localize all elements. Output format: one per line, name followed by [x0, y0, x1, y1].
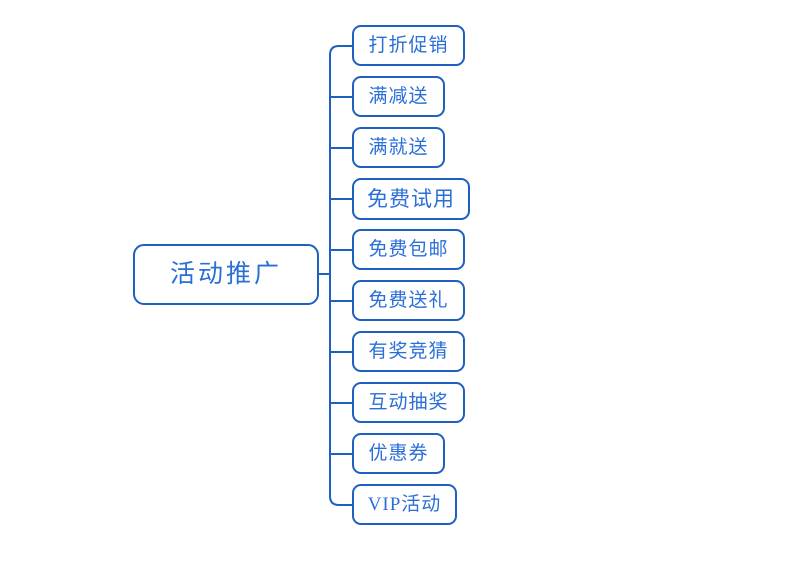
child-node-label: 打折促销	[368, 35, 449, 56]
child-node-label: 免费试用	[367, 187, 455, 211]
root-node-label: 活动推广	[169, 260, 282, 288]
child-node-label: 优惠券	[368, 443, 429, 464]
child-node[interactable]: 免费包邮	[352, 229, 465, 270]
child-node-label: 满减送	[368, 86, 429, 107]
child-node[interactable]: 有奖竞猜	[352, 331, 465, 372]
child-node[interactable]: 满就送	[352, 127, 445, 168]
child-node-label: 满就送	[368, 137, 429, 158]
child-node[interactable]: 互动抽奖	[352, 382, 465, 423]
branch-line	[329, 45, 352, 56]
child-node-label: 免费包邮	[368, 239, 449, 260]
child-node-label: 免费送礼	[368, 290, 449, 311]
root-node[interactable]: 活动推广	[133, 244, 319, 305]
child-node-label: VIP活动	[367, 494, 442, 515]
child-node-label: 有奖竞猜	[368, 341, 449, 362]
child-node-label: 互动抽奖	[368, 392, 449, 413]
child-node[interactable]: 满减送	[352, 76, 445, 117]
child-node[interactable]: 免费送礼	[352, 280, 465, 321]
child-node[interactable]: 打折促销	[352, 25, 465, 66]
child-node[interactable]: VIP活动	[352, 484, 457, 525]
branch-line	[329, 495, 352, 506]
child-node[interactable]: 优惠券	[352, 433, 445, 474]
child-node[interactable]: 免费试用	[352, 178, 470, 220]
